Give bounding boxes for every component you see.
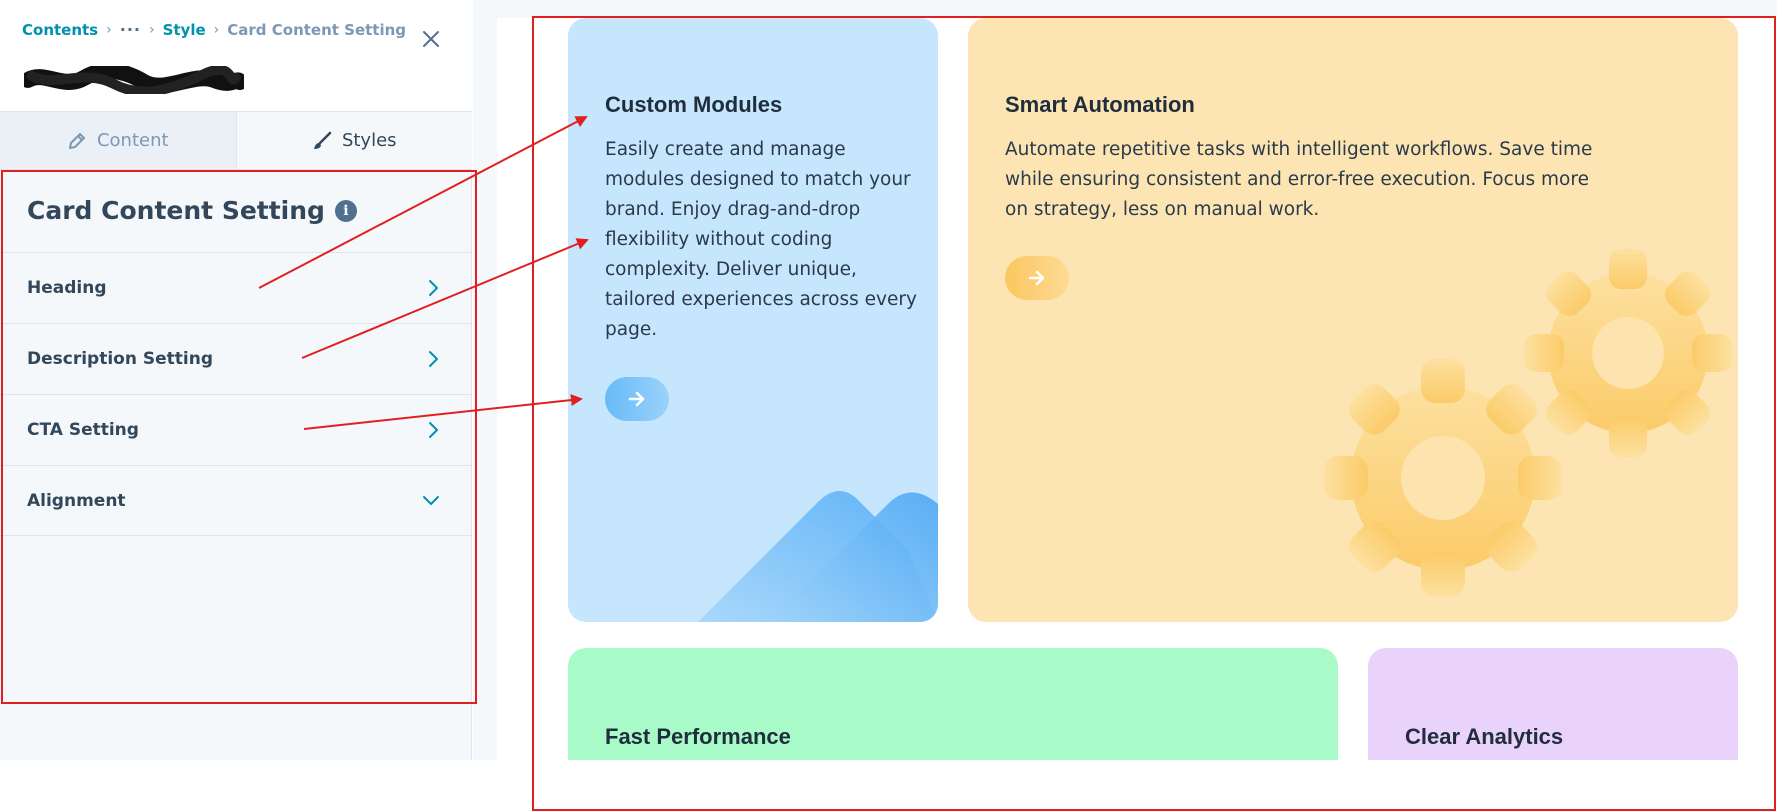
arrow-right-icon [628,391,645,407]
chevron-right-icon [429,351,438,367]
setting-label: CTA Setting [27,420,139,440]
breadcrumb-contents[interactable]: Contents [22,20,99,39]
tab-content-label: Content [96,130,169,151]
setting-description[interactable]: Description Setting [0,323,472,394]
pencil-icon [68,132,85,149]
setting-alignment[interactable]: Alignment [0,465,472,536]
card-title: Clear Analytics [1405,724,1564,749]
chevron-right-icon: › [148,21,155,38]
card-description: Easily create and manage modules designe… [605,139,917,340]
setting-cta[interactable]: CTA Setting [0,394,472,465]
section-title-text: Card Content Setting [27,196,325,225]
chevron-right-icon: › [213,21,220,38]
settings-list: Heading Description Setting CTA Setting … [0,252,472,536]
redacted-module-name [24,66,244,94]
chevron-down-icon [423,495,439,505]
brush-icon [313,131,332,149]
close-button[interactable] [418,26,444,52]
card-custom-modules: Custom Modules Easily create and manage … [568,18,938,622]
card-title: Fast Performance [605,724,791,749]
breadcrumb: Contents › ··· › Style › Card Content Se… [22,20,406,39]
setting-heading[interactable]: Heading [0,252,472,323]
tab-styles[interactable]: Styles [236,112,472,169]
card-title: Smart Automation [1005,92,1195,117]
chevron-right-icon [429,280,438,296]
page-bottom-margin [0,760,1777,812]
arrow-right-icon [1028,270,1045,286]
setting-label: Alignment [27,490,126,511]
section-title: Card Content Setting i [27,196,357,225]
tab-styles-label: Styles [341,130,397,151]
chevron-right-icon [429,422,438,438]
ellipsis-icon[interactable]: ··· [119,20,141,39]
breadcrumb-current: Card Content Setting [227,20,407,39]
panel-tabs: Content Styles [0,112,472,170]
card-cta-button[interactable] [605,377,669,421]
setting-label: Description Setting [27,349,213,369]
tab-content[interactable]: Content [0,112,237,169]
editor-sidebar: Contents › ··· › Style › Card Content Se… [0,0,472,760]
chevron-right-icon: › [106,21,112,38]
panel-header: Contents › ··· › Style › Card Content Se… [0,0,472,112]
card-cta-button[interactable] [1005,256,1069,300]
card-smart-automation: Smart Automation Automate repetitive tas… [968,18,1738,622]
info-icon[interactable]: i [334,199,357,222]
close-icon [423,31,439,47]
card-description: Automate repetitive tasks with intellige… [1005,139,1593,220]
setting-label: Heading [27,278,107,298]
breadcrumb-style[interactable]: Style [162,20,206,39]
card-title: Custom Modules [605,92,783,117]
